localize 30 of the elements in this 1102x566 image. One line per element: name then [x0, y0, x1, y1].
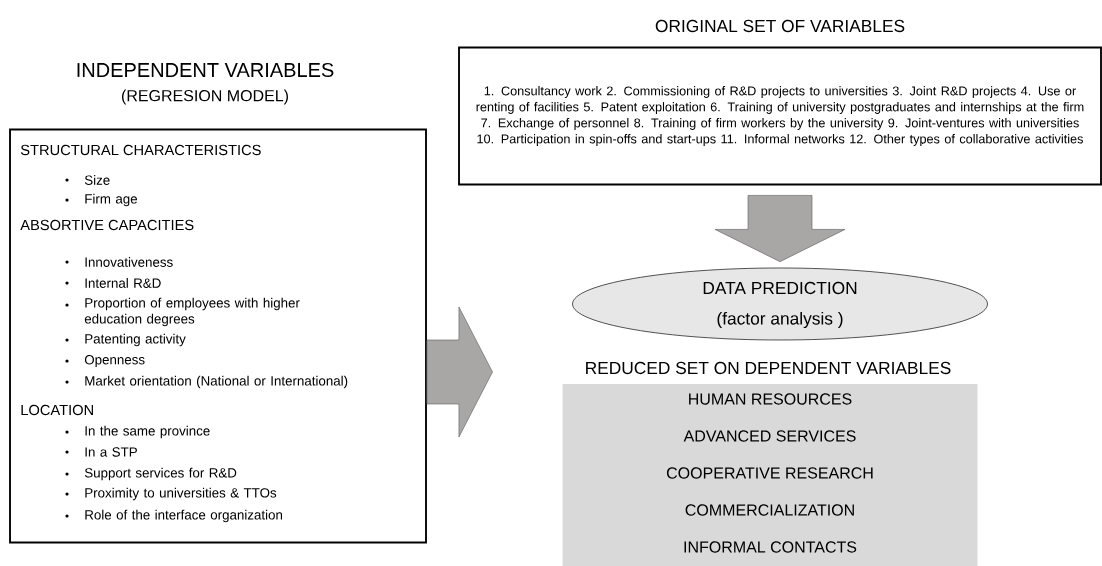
- bullet-item: Proximity to universities & TTOs: [85, 487, 277, 501]
- bullet-item: Firm age: [85, 193, 137, 207]
- heading: (REGRESION MODEL): [122, 89, 288, 105]
- bullet-item: Internal R&D: [85, 278, 161, 288]
- heading: INDEPENDENT VARIABLES: [77, 62, 334, 78]
- variable-label: HUMAN RESOURCES: [689, 393, 852, 405]
- bullet-item: Innovativeness: [85, 257, 173, 267]
- bullet-item: Role of the interface organization: [85, 509, 282, 523]
- bullet-item: Proportion of employees with higher education degrees: [84, 297, 300, 327]
- bullet-item: In a STP: [85, 447, 137, 457]
- bullet-item: Patenting activity: [85, 333, 186, 347]
- bullet-item: Size: [84, 175, 110, 185]
- section-heading: STRUCTURAL CHARACTERISTICS: [20, 144, 261, 156]
- bullet-item: Support services for R&D: [84, 467, 237, 481]
- variable-list: 1. Consultancy work 2. Commissioning of R&D projects to universities 3. Joint R&D projects 4. Use or renting of facilities 5. Patent exploitation 6. Training of university postgraduates and internships at the firm 7. Exchange of personnel 8. Training of firm workers by the university 9. Joint-ventures with universities 10. Participation in spin-offs and start-ups 11. Informal networks 12. Other types of collaborative activities: [476, 86, 1084, 146]
- bullet-item: Market orientation (National or International): [85, 375, 348, 389]
- block-arrow: [714, 195, 846, 262]
- variable-label: COOPERATIVE RESEARCH: [666, 467, 873, 479]
- heading: ORIGINAL SET OF VARIABLES: [655, 19, 905, 33]
- bullet-item: Openness: [84, 354, 145, 367]
- variable-label: INFORMAL CONTACTS: [684, 541, 857, 553]
- variable-label: ADVANCED SERVICES: [683, 430, 856, 442]
- block-arrow: [426, 306, 493, 438]
- bullet-item: In the same province: [85, 425, 210, 439]
- variable-label: COMMERCIALIZATION: [685, 504, 854, 516]
- heading: REDUCED SET ON DEPENDENT VARIABLES: [586, 361, 951, 375]
- ellipse-label: DATA PREDICTION: [703, 281, 857, 295]
- ellipse-label: (factor analysis ): [717, 311, 843, 329]
- section-heading: LOCATION: [21, 404, 93, 416]
- section-heading: ABSORTIVE CAPACITIES: [20, 219, 194, 231]
